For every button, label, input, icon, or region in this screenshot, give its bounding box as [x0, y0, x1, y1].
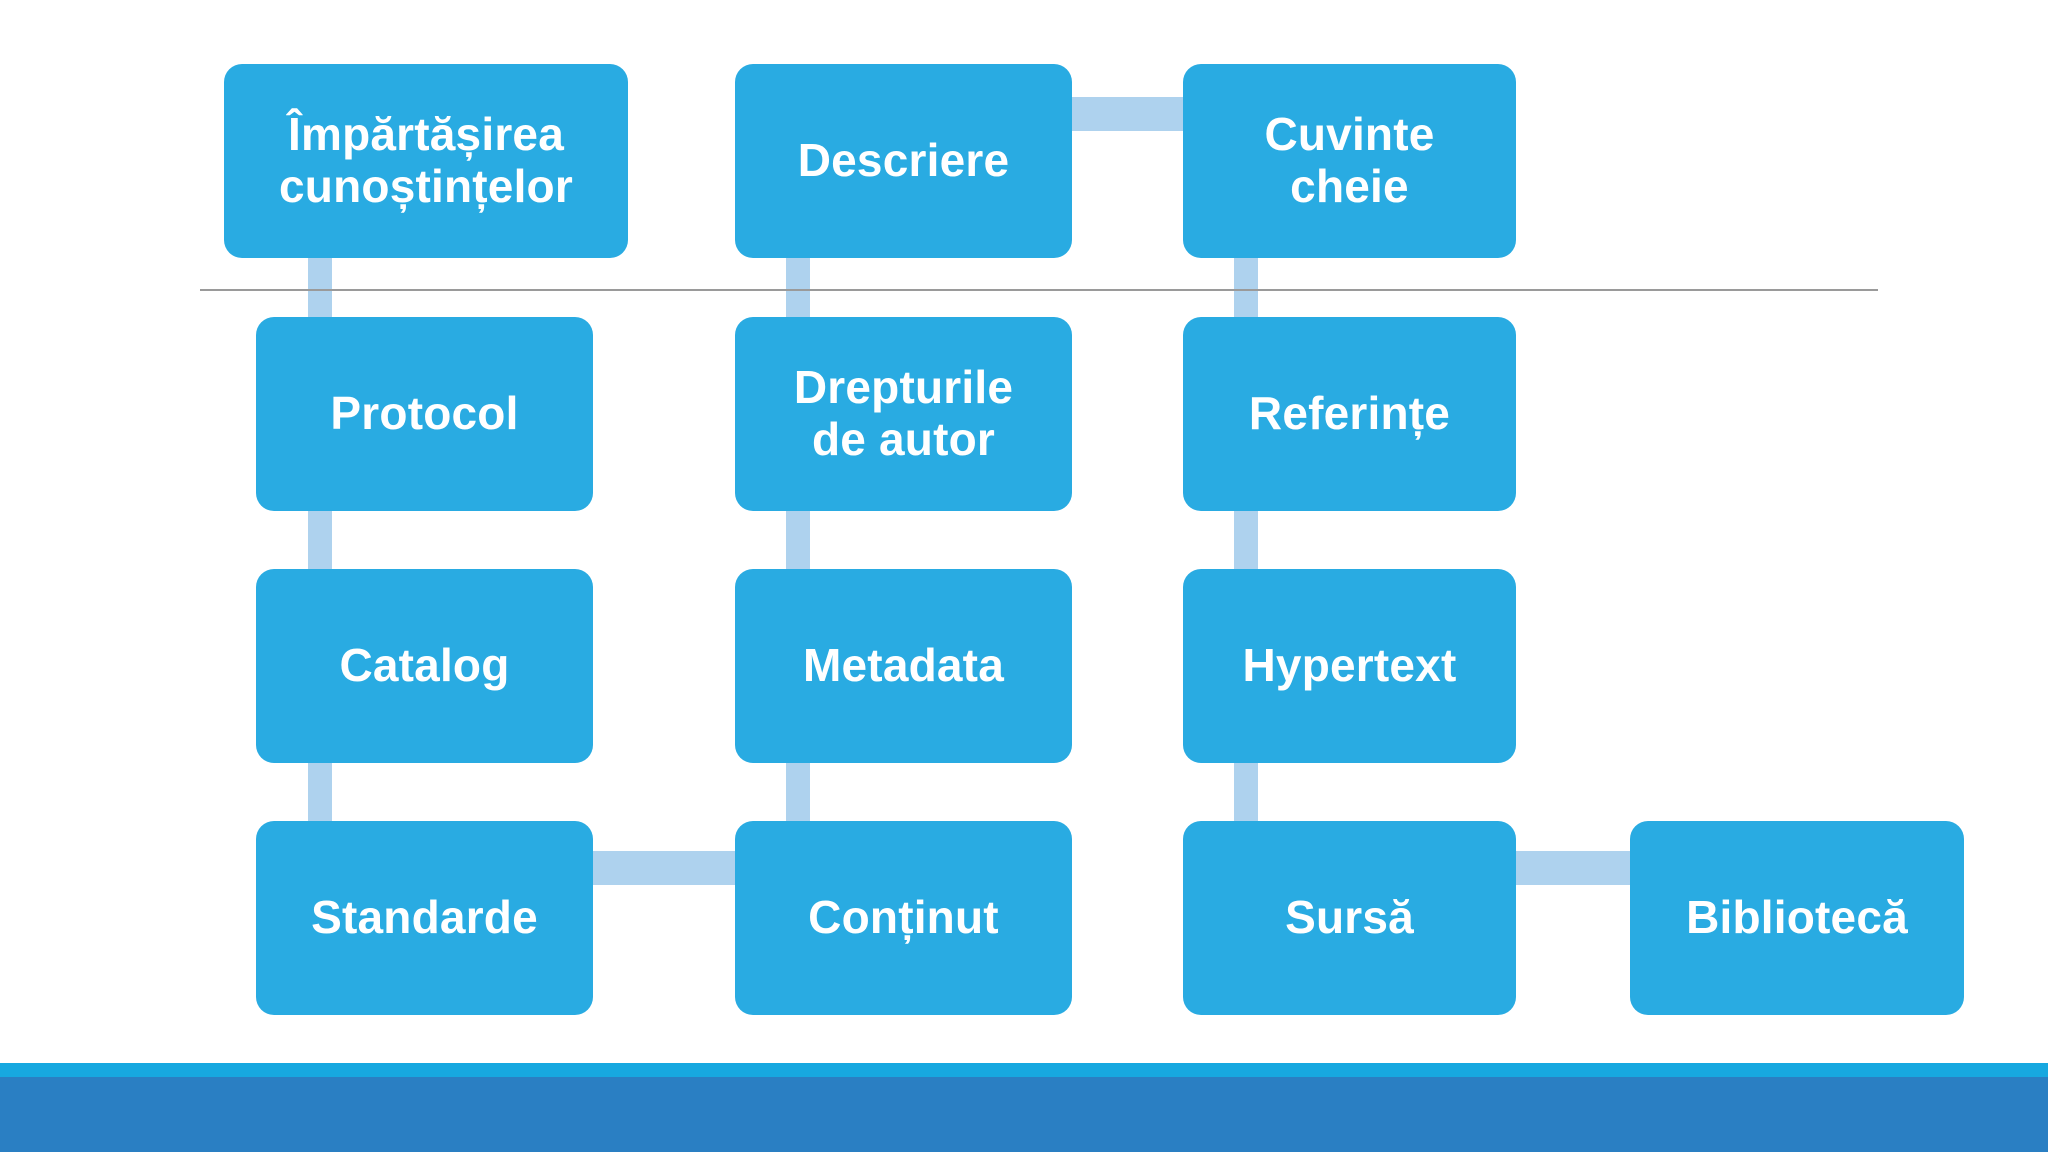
connector-descriere-to-drepturile [786, 249, 810, 325]
node-impartasirea-cunostintelor[interactable]: Împărtășirea cunoștințelor [224, 64, 628, 258]
footer-band-dark [0, 1077, 2048, 1152]
connector-protocol-to-catalog [308, 502, 332, 578]
node-biblioteca[interactable]: Bibliotecă [1630, 821, 1964, 1015]
connector-sursa-to-biblioteca [1516, 851, 1631, 885]
node-sursa[interactable]: Sursă [1183, 821, 1516, 1015]
connector-impartasirea-to-protocol [308, 249, 332, 325]
connector-catalog-to-standarde [308, 754, 332, 830]
connector-cuvinte-to-referinte [1234, 249, 1258, 325]
node-standarde[interactable]: Standarde [256, 821, 593, 1015]
node-label-biblioteca: Bibliotecă [1686, 891, 1908, 944]
node-catalog[interactable]: Catalog [256, 569, 593, 763]
node-label-standarde: Standarde [311, 891, 538, 944]
node-drepturile-de-autor[interactable]: Drepturile de autor [735, 317, 1072, 511]
node-label-drepturile-de-autor: Drepturile de autor [793, 361, 1014, 465]
horizontal-divider-line [200, 289, 1878, 291]
node-hypertext[interactable]: Hypertext [1183, 569, 1516, 763]
connector-descriere-to-cuvinte-cheie [1072, 97, 1184, 131]
connector-hypertext-to-sursa [1234, 754, 1258, 830]
node-label-descriere: Descriere [797, 134, 1010, 187]
connector-metadata-to-continut [786, 754, 810, 830]
connector-drepturile-to-metadata [786, 502, 810, 578]
node-cuvinte-cheie[interactable]: Cuvinte cheie [1183, 64, 1516, 258]
node-label-impartasirea-cunostintelor: Împărtășirea cunoștințelor [279, 108, 573, 212]
node-label-protocol: Protocol [330, 387, 519, 440]
node-metadata[interactable]: Metadata [735, 569, 1072, 763]
node-label-hypertext: Hypertext [1242, 639, 1457, 692]
node-label-catalog: Catalog [339, 639, 510, 692]
connector-standarde-to-continut [593, 851, 736, 885]
node-label-cuvinte-cheie: Cuvinte cheie [1264, 108, 1435, 212]
node-label-metadata: Metadata [803, 639, 1004, 692]
connector-referinte-to-hypertext [1234, 502, 1258, 578]
node-label-continut: Conținut [808, 891, 999, 944]
node-protocol[interactable]: Protocol [256, 317, 593, 511]
node-descriere[interactable]: Descriere [735, 64, 1072, 258]
node-label-sursa: Sursă [1285, 891, 1414, 944]
node-referinte[interactable]: Referințe [1183, 317, 1516, 511]
node-continut[interactable]: Conținut [735, 821, 1072, 1015]
node-label-referinte: Referințe [1248, 387, 1451, 440]
footer-band-light [0, 1063, 2048, 1077]
